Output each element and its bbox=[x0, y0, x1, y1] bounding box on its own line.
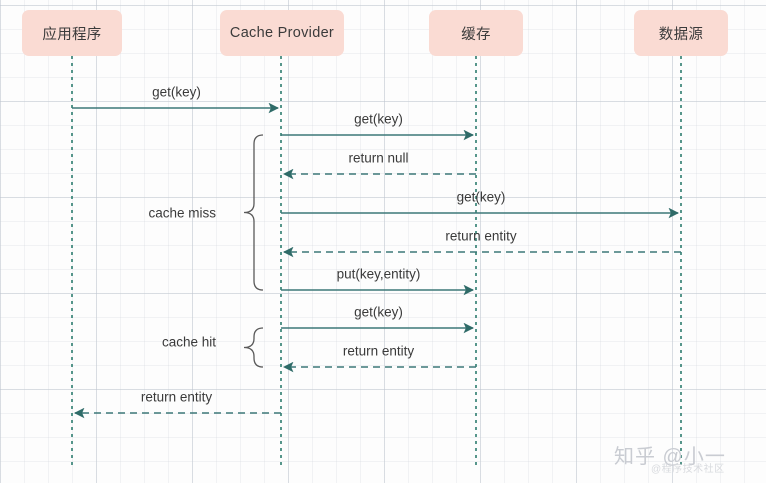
actor-box-datasource[interactable]: 数据源 bbox=[634, 10, 728, 56]
actor-box-provider[interactable]: Cache Provider bbox=[220, 10, 344, 56]
group-label-g2: cache hit bbox=[161, 334, 216, 350]
watermark-primary: 知乎 @小一 bbox=[614, 446, 726, 468]
actor-label-datasource: 数据源 bbox=[658, 26, 704, 43]
group-label-g1: cache miss bbox=[148, 205, 216, 221]
message-label-m6: put(key,entity) bbox=[336, 266, 421, 282]
message-label-m2: get(key) bbox=[354, 111, 403, 127]
message-label-m3: return null bbox=[348, 150, 409, 166]
actor-box-app[interactable]: 应用程序 bbox=[22, 10, 122, 56]
message-label-m8: return entity bbox=[342, 343, 415, 359]
message-label-m9: return entity bbox=[140, 389, 213, 405]
group-brace-g1 bbox=[243, 134, 264, 291]
message-label-m1: get(key) bbox=[152, 84, 201, 100]
actor-box-cache[interactable]: 缓存 bbox=[429, 10, 523, 56]
actor-label-app: 应用程序 bbox=[42, 26, 102, 43]
message-label-m7: get(key) bbox=[354, 304, 403, 320]
actor-label-provider: Cache Provider bbox=[229, 25, 335, 41]
message-label-m5: return entity bbox=[445, 228, 517, 244]
actor-label-cache: 缓存 bbox=[461, 26, 491, 43]
message-arrows-group bbox=[72, 102, 681, 419]
message-label-m4: get(key) bbox=[456, 189, 506, 205]
group-brace-g2 bbox=[243, 327, 264, 368]
watermark-secondary: @程序技术社区 bbox=[651, 464, 725, 475]
lifelines-group bbox=[71, 56, 682, 465]
group-braces bbox=[243, 134, 264, 368]
